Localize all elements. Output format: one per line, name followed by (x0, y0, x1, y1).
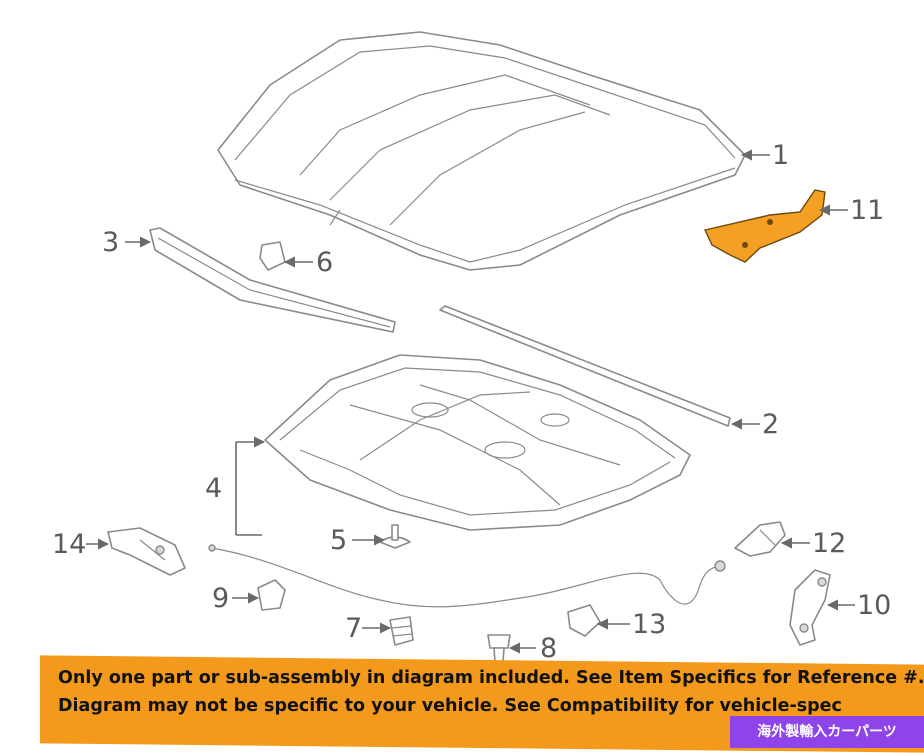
callout-4: 4 (205, 473, 222, 504)
callout-11: 11 (850, 195, 884, 226)
rear-seal (439, 305, 731, 427)
callout-labels: 1 2 3 4 5 6 7 8 9 10 11 12 13 14 (52, 140, 891, 664)
callout-2: 2 (762, 409, 779, 440)
callout-3: 3 (102, 227, 119, 258)
release-handle (734, 521, 786, 557)
hood-insulator (264, 354, 691, 531)
latch-part (107, 527, 186, 576)
adjuster-part (487, 634, 511, 663)
hood-panel (217, 31, 746, 271)
callout-8: 8 (540, 633, 557, 664)
bumper-part (389, 616, 414, 646)
callout-leaders (86, 149, 855, 654)
store-badge: 海外製輸入カーパーツ (730, 716, 924, 748)
disclaimer-line-2: Diagram may not be specific to your vehi… (58, 696, 842, 716)
insulator-retainer (379, 524, 411, 549)
callout-9: 9 (212, 583, 229, 614)
callout-14: 14 (52, 529, 86, 560)
callout-13: 13 (632, 609, 666, 640)
reinforcement-bracket (703, 189, 826, 263)
release-cable (208, 544, 726, 608)
front-molding (149, 227, 396, 333)
callout-6: 6 (316, 247, 333, 278)
clip-part (259, 241, 286, 271)
disclaimer-line-1: Only one part or sub-assembly in diagram… (58, 668, 924, 688)
hinge-part (789, 569, 831, 646)
callout-7: 7 (345, 613, 362, 644)
cable-clip (567, 604, 601, 637)
bumper-pad (257, 579, 286, 611)
callout-12: 12 (812, 528, 846, 559)
callout-1: 1 (772, 140, 789, 171)
callout-5: 5 (330, 525, 347, 556)
callout-10: 10 (857, 590, 891, 621)
